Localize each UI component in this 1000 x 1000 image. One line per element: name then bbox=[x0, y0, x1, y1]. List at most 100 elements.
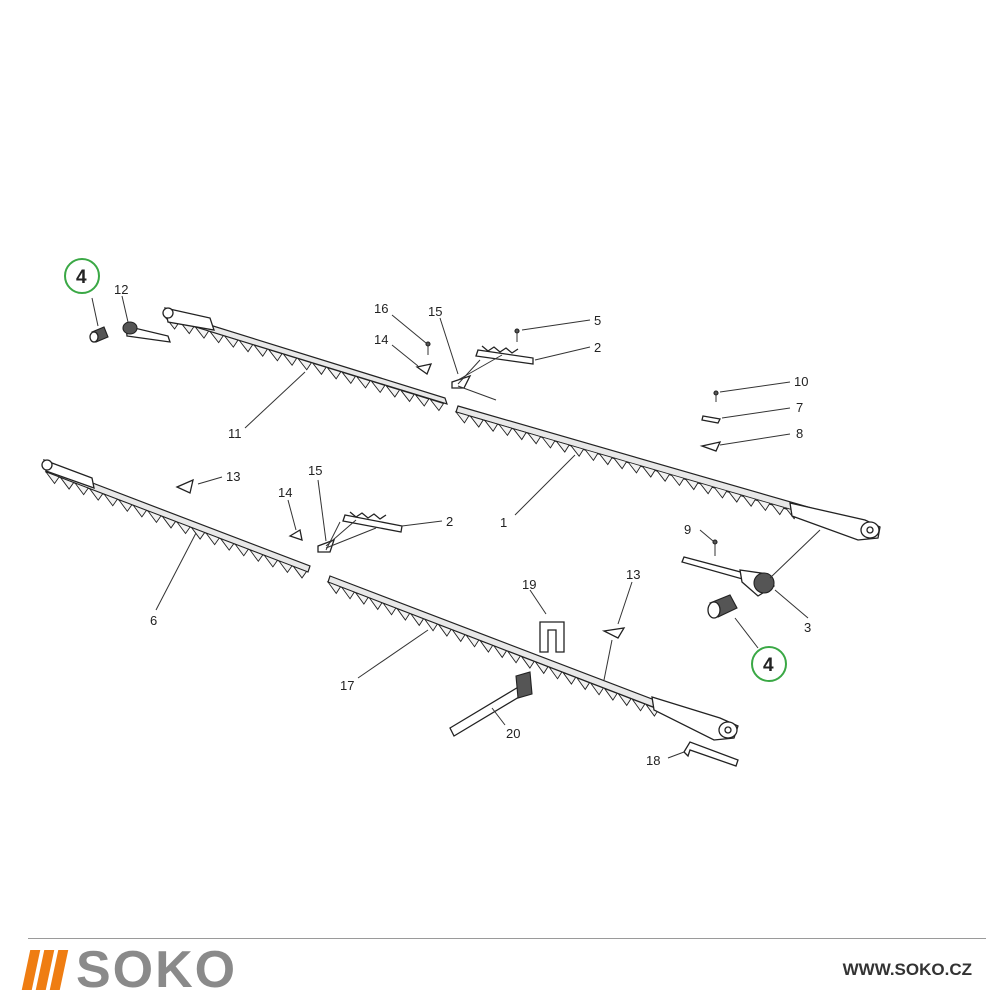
knife-tooth bbox=[506, 650, 521, 664]
knife-tooth bbox=[575, 677, 591, 691]
rivet-part-5 bbox=[514, 328, 520, 342]
bushing-part-4-left bbox=[89, 326, 109, 343]
knife-tooth bbox=[88, 487, 104, 501]
callout-13-left: 13 bbox=[226, 469, 240, 484]
knife-tooth bbox=[409, 613, 425, 627]
knife-tooth bbox=[655, 469, 671, 482]
knife-head-part-3 bbox=[739, 569, 775, 597]
knife-tooth bbox=[326, 581, 342, 595]
knife-tooth bbox=[612, 457, 628, 470]
knife-tooth bbox=[238, 339, 254, 353]
callout-7: 7 bbox=[796, 400, 803, 415]
knife-tooth bbox=[73, 482, 89, 496]
knife-section-6 bbox=[41, 458, 311, 579]
knife-tooth bbox=[208, 330, 224, 344]
callout-3: 3 bbox=[804, 620, 811, 635]
callout-17: 17 bbox=[340, 678, 354, 693]
knife-tooth bbox=[451, 629, 466, 643]
knife-tooth bbox=[631, 698, 646, 712]
knife-tooth bbox=[483, 419, 499, 432]
lever-part-20 bbox=[449, 671, 533, 737]
knife-tooth bbox=[712, 486, 728, 499]
knife-tooth bbox=[520, 655, 535, 669]
knife-tooth bbox=[368, 597, 383, 611]
knife-tooth bbox=[741, 494, 757, 507]
callout-11: 11 bbox=[228, 426, 242, 441]
callout-13-right: 13 bbox=[626, 567, 640, 582]
knife-tooth bbox=[340, 586, 355, 600]
leader-lines bbox=[91, 295, 821, 759]
knife-tooth bbox=[669, 473, 685, 487]
knife-tooth bbox=[698, 482, 714, 495]
knife-tooth bbox=[326, 366, 342, 380]
knife-tooth bbox=[311, 362, 327, 376]
knife-tooth bbox=[263, 554, 279, 568]
knife-tooth bbox=[589, 682, 604, 696]
knife-tooth bbox=[437, 623, 452, 637]
plate-part-2-top bbox=[475, 345, 534, 365]
knife-tooth bbox=[540, 436, 556, 449]
website-url: WWW.SOKO.CZ bbox=[842, 960, 972, 979]
clip-part-7 bbox=[701, 415, 721, 424]
knife-teeth bbox=[44, 471, 308, 579]
knife-tooth bbox=[469, 415, 484, 428]
callout-18: 18 bbox=[646, 753, 660, 768]
knife-tooth bbox=[429, 398, 445, 412]
knife-tooth bbox=[102, 493, 119, 507]
knife-tooth bbox=[355, 375, 371, 389]
knife-tooth bbox=[204, 532, 220, 546]
callout-2-bottom: 2 bbox=[446, 514, 453, 529]
knife-tooth bbox=[292, 565, 308, 579]
knife-tooth bbox=[478, 639, 494, 653]
footer-divider bbox=[28, 938, 986, 939]
knife-tooth bbox=[395, 607, 411, 621]
knife-tooth bbox=[399, 389, 415, 403]
rivet-part-16 bbox=[425, 341, 431, 355]
callout-4-left: 4 bbox=[76, 267, 87, 288]
knife-tooth bbox=[603, 687, 618, 701]
knife-section-part-14-bottom bbox=[288, 528, 303, 541]
rivet-part-10 bbox=[713, 390, 719, 402]
knife-section-11 bbox=[162, 307, 448, 412]
knife-teeth bbox=[454, 411, 800, 520]
knife-head-part-12 bbox=[122, 321, 171, 343]
brand-logo: SOKO bbox=[21, 944, 237, 996]
knife-tooth bbox=[555, 440, 570, 453]
knife-tooth bbox=[770, 502, 785, 516]
knife-tooth bbox=[296, 357, 313, 371]
callout-14-top: 14 bbox=[374, 332, 388, 347]
callout-16: 16 bbox=[374, 301, 388, 316]
callout-12: 12 bbox=[114, 282, 128, 297]
clip-part-19 bbox=[539, 621, 565, 653]
callout-19: 19 bbox=[522, 577, 536, 592]
callout-15-top: 15 bbox=[428, 304, 442, 319]
knife-tooth bbox=[727, 490, 742, 503]
parts-diagram: 4 4 12 11 16 15 14 5 2 10 7 8 1 9 3 13 1… bbox=[41, 258, 881, 768]
callout-10: 10 bbox=[794, 374, 808, 389]
knife-tooth bbox=[684, 477, 699, 491]
knife-head-part-9 bbox=[681, 539, 749, 581]
highlight-circle-4-left bbox=[64, 258, 100, 294]
knife-section-17 bbox=[326, 575, 739, 741]
knife-tooth bbox=[267, 348, 283, 362]
callout-20: 20 bbox=[506, 726, 520, 741]
knife-section-1 bbox=[454, 405, 881, 541]
knife-tooth bbox=[583, 448, 599, 462]
knife-tooth bbox=[194, 326, 210, 339]
knife-tooth bbox=[548, 666, 563, 680]
knife-tooth bbox=[382, 602, 397, 616]
callout-2-top: 2 bbox=[594, 340, 601, 355]
knife-tooth bbox=[492, 645, 508, 659]
callout-9: 9 bbox=[684, 522, 691, 537]
knife-tooth bbox=[497, 423, 513, 437]
knife-tooth bbox=[414, 394, 430, 407]
knife-section-part-14-top bbox=[415, 363, 433, 376]
knife-tooth bbox=[59, 476, 75, 490]
knife-teeth bbox=[164, 317, 445, 412]
knife-tooth bbox=[617, 693, 632, 707]
callout-8: 8 bbox=[796, 426, 803, 441]
callout-5: 5 bbox=[594, 313, 601, 328]
knife-tooth bbox=[385, 385, 401, 398]
knife-tooth bbox=[423, 618, 438, 632]
highlight-circle-4-right bbox=[751, 646, 787, 682]
